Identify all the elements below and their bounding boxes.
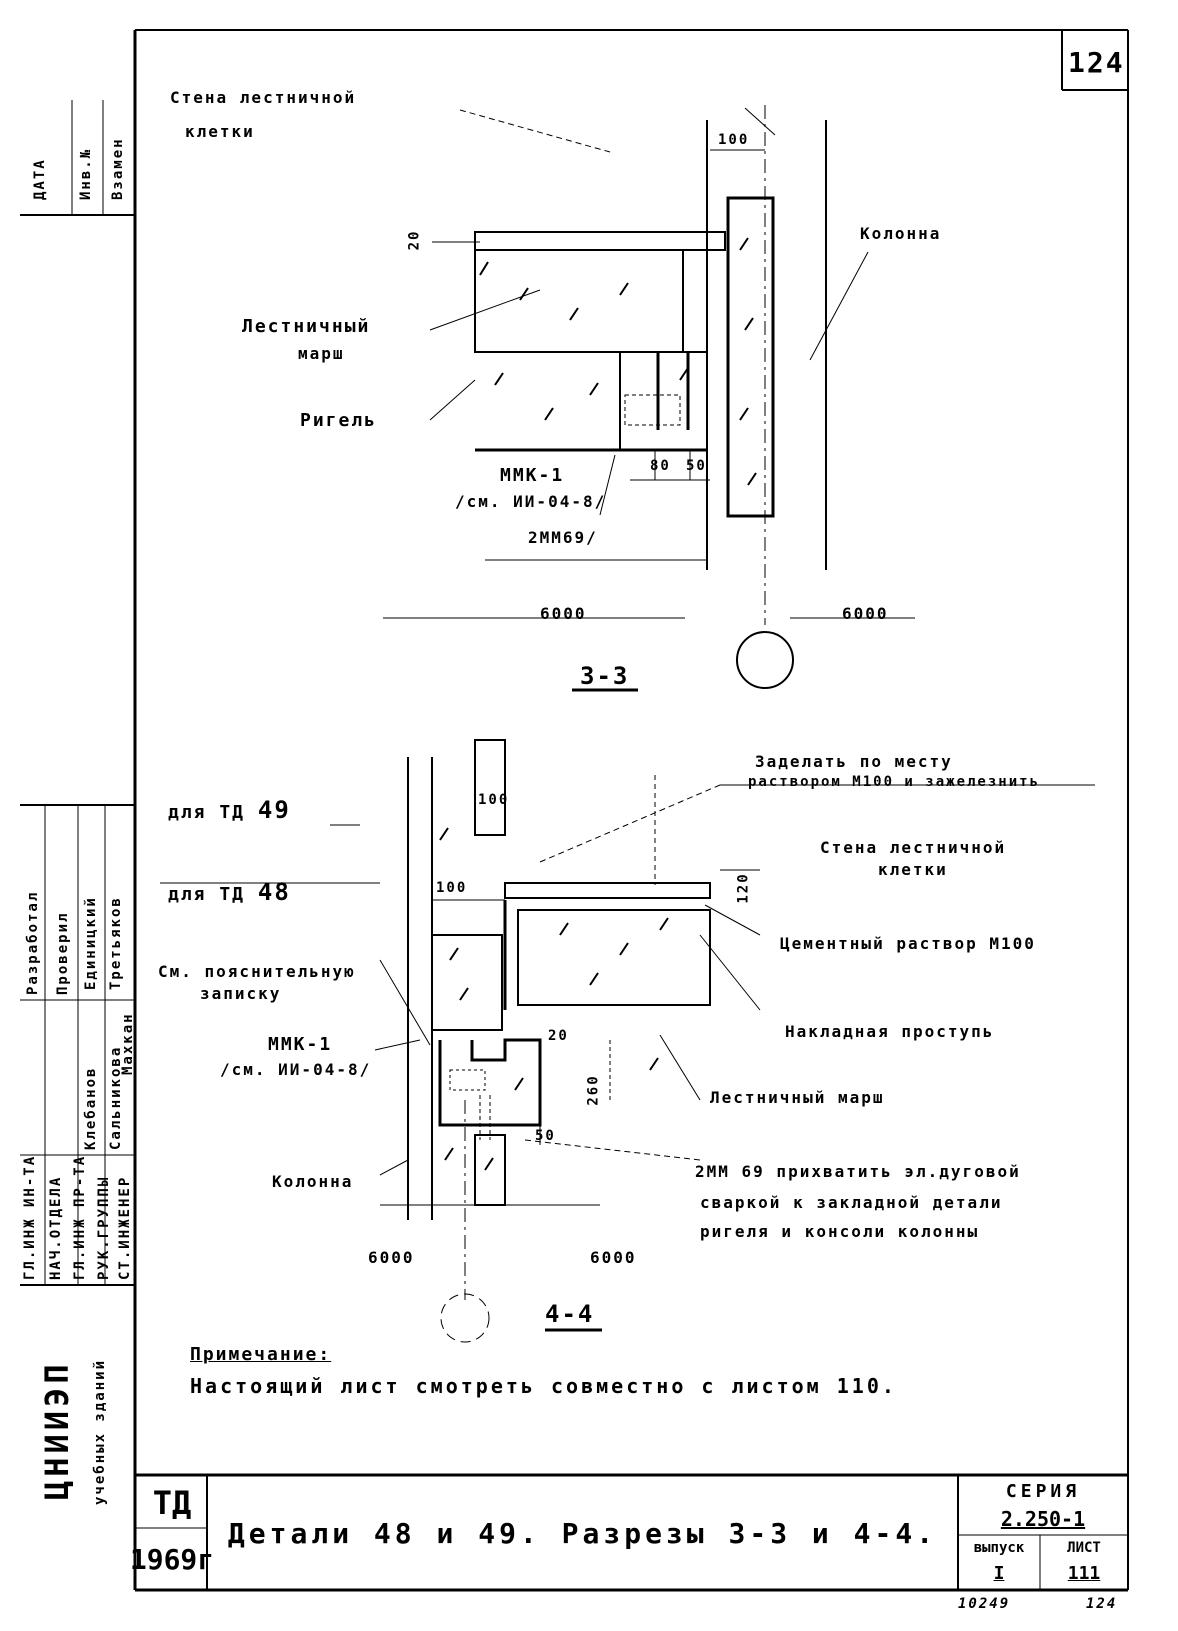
s44-mortar: Цементный раствор М100 [780, 934, 1036, 953]
sheet-label: ЛИСТ [1067, 1540, 1101, 1556]
stamp-date: ДАТА [32, 158, 48, 200]
s44-dim-50: 50 [535, 1128, 556, 1144]
s44-mmk-label: ММК-1 [268, 1034, 333, 1055]
s44-flight: Лестничный марш [710, 1088, 885, 1107]
s44-weld-3: ригеля и консоли колонны [700, 1222, 980, 1241]
stamp-inv-no: Инв.№ [78, 147, 94, 200]
s33-dim-50: 50 [686, 458, 707, 474]
s44-nosing: Накладная проступь [785, 1022, 995, 1041]
issue-label: выпуск [973, 1540, 1025, 1556]
s44-dim-120: 120 [735, 872, 752, 904]
s33-rigel-label: Ригель [300, 410, 378, 431]
stamp-replaces: Взамен [110, 137, 126, 200]
stamp-name-2: Третьяков [108, 896, 124, 990]
footer-page-no: 124 [1086, 1596, 1118, 1612]
footer-archive-no: 10249 [958, 1596, 1011, 1612]
s44-column: Колонна [272, 1172, 354, 1191]
stamp-position-2: НАЧ.ОТДЕЛА [48, 1175, 64, 1280]
stamp-name-3: Клебанов [83, 1066, 99, 1150]
stamp-name-1: Единицкий [83, 896, 99, 990]
stamp-organization-sub: учебных зданий [92, 1358, 108, 1505]
s44-dim-260: 260 [585, 1074, 602, 1106]
s44-see-note-2: записку [200, 984, 282, 1003]
stamp-position-5: СТ.ИНЖЕНЕР [117, 1175, 133, 1280]
s44-dim-100b: 100 [436, 880, 468, 896]
sheet-number: 124 [1068, 46, 1125, 79]
s33-dim-80: 80 [650, 458, 671, 474]
stamp-organization: ЦНИИЭП [38, 1360, 76, 1500]
s44-weld-1: 2ММ 69 прихватить эл.дуговой [695, 1162, 1021, 1181]
s33-flight-label: Лестничный [242, 316, 371, 337]
s33-mmk-ref: /см. ИИ-04-8/ [455, 492, 607, 511]
s33-title: 3-3 [580, 662, 630, 690]
s44-dim-20: 20 [548, 1028, 569, 1044]
s44-seal-1: Заделать по месту [755, 752, 953, 771]
series-value: 2.250-1 [1000, 1507, 1086, 1531]
s33-mmk-label: ММК-1 [500, 465, 565, 486]
s44-title: 4-4 [545, 1300, 595, 1328]
sheet-value: 111 [1067, 1562, 1101, 1584]
stamp-position-1: ГЛ.ИНЖ ИН-ТА [22, 1154, 38, 1280]
issue-value: I [993, 1562, 1005, 1584]
s44-for-td48: для ТД 48 [168, 878, 291, 906]
s44-seal-2: раствором М100 и зажелезнить [748, 774, 1041, 790]
stamp-name-5: Махкан [120, 1012, 136, 1075]
s33-dim-100: 100 [718, 132, 750, 148]
series-label: СЕРИЯ [1005, 1480, 1081, 1502]
stamp-position-3: ГЛ.ИНЖ ПР-ТА [72, 1154, 88, 1280]
s44-weld-2: сваркой к закладной детали [700, 1193, 1003, 1212]
s33-mm69: 2ММ69/ [528, 528, 598, 547]
stamp-position-4: РУК.ГРУППЫ [96, 1175, 112, 1280]
sheet-title: Детали 48 и 49. Разрезы 3-3 и 4-4. [227, 1516, 938, 1550]
s44-axis-left: 6000 [368, 1248, 415, 1267]
stamp-role-developed: Разработал [25, 890, 41, 995]
s33-axis-left: 6000 [540, 604, 587, 623]
s33-axis-right: 6000 [842, 604, 889, 623]
s44-for-td49: для ТД 49 [168, 796, 291, 824]
s33-column-label: Колонна [860, 224, 942, 243]
note-heading: Примечание: [190, 1344, 332, 1365]
s44-mmk-ref: /см. ИИ-04-8/ [220, 1060, 372, 1079]
stamp-role-checked: Проверил [55, 911, 71, 995]
s33-wall-label: Стена лестничной [170, 88, 357, 107]
title-year: 1969г [129, 1542, 215, 1576]
s33-flight-label-2: марш [298, 344, 345, 363]
s33-wall-label-2: клетки [185, 122, 255, 141]
s33-dim-20: 20 [406, 229, 423, 251]
note-text: Настоящий лист смотреть совместно с лист… [190, 1374, 897, 1398]
s44-axis-right: 6000 [590, 1248, 637, 1267]
s44-dim-100a: 100 [478, 792, 510, 808]
s44-see-note-1: См. пояснительную [158, 962, 356, 981]
s44-wall-1: Стена лестничной [820, 838, 1007, 857]
title-td: ТД [152, 1484, 192, 1522]
s44-wall-2: клетки [878, 860, 948, 879]
